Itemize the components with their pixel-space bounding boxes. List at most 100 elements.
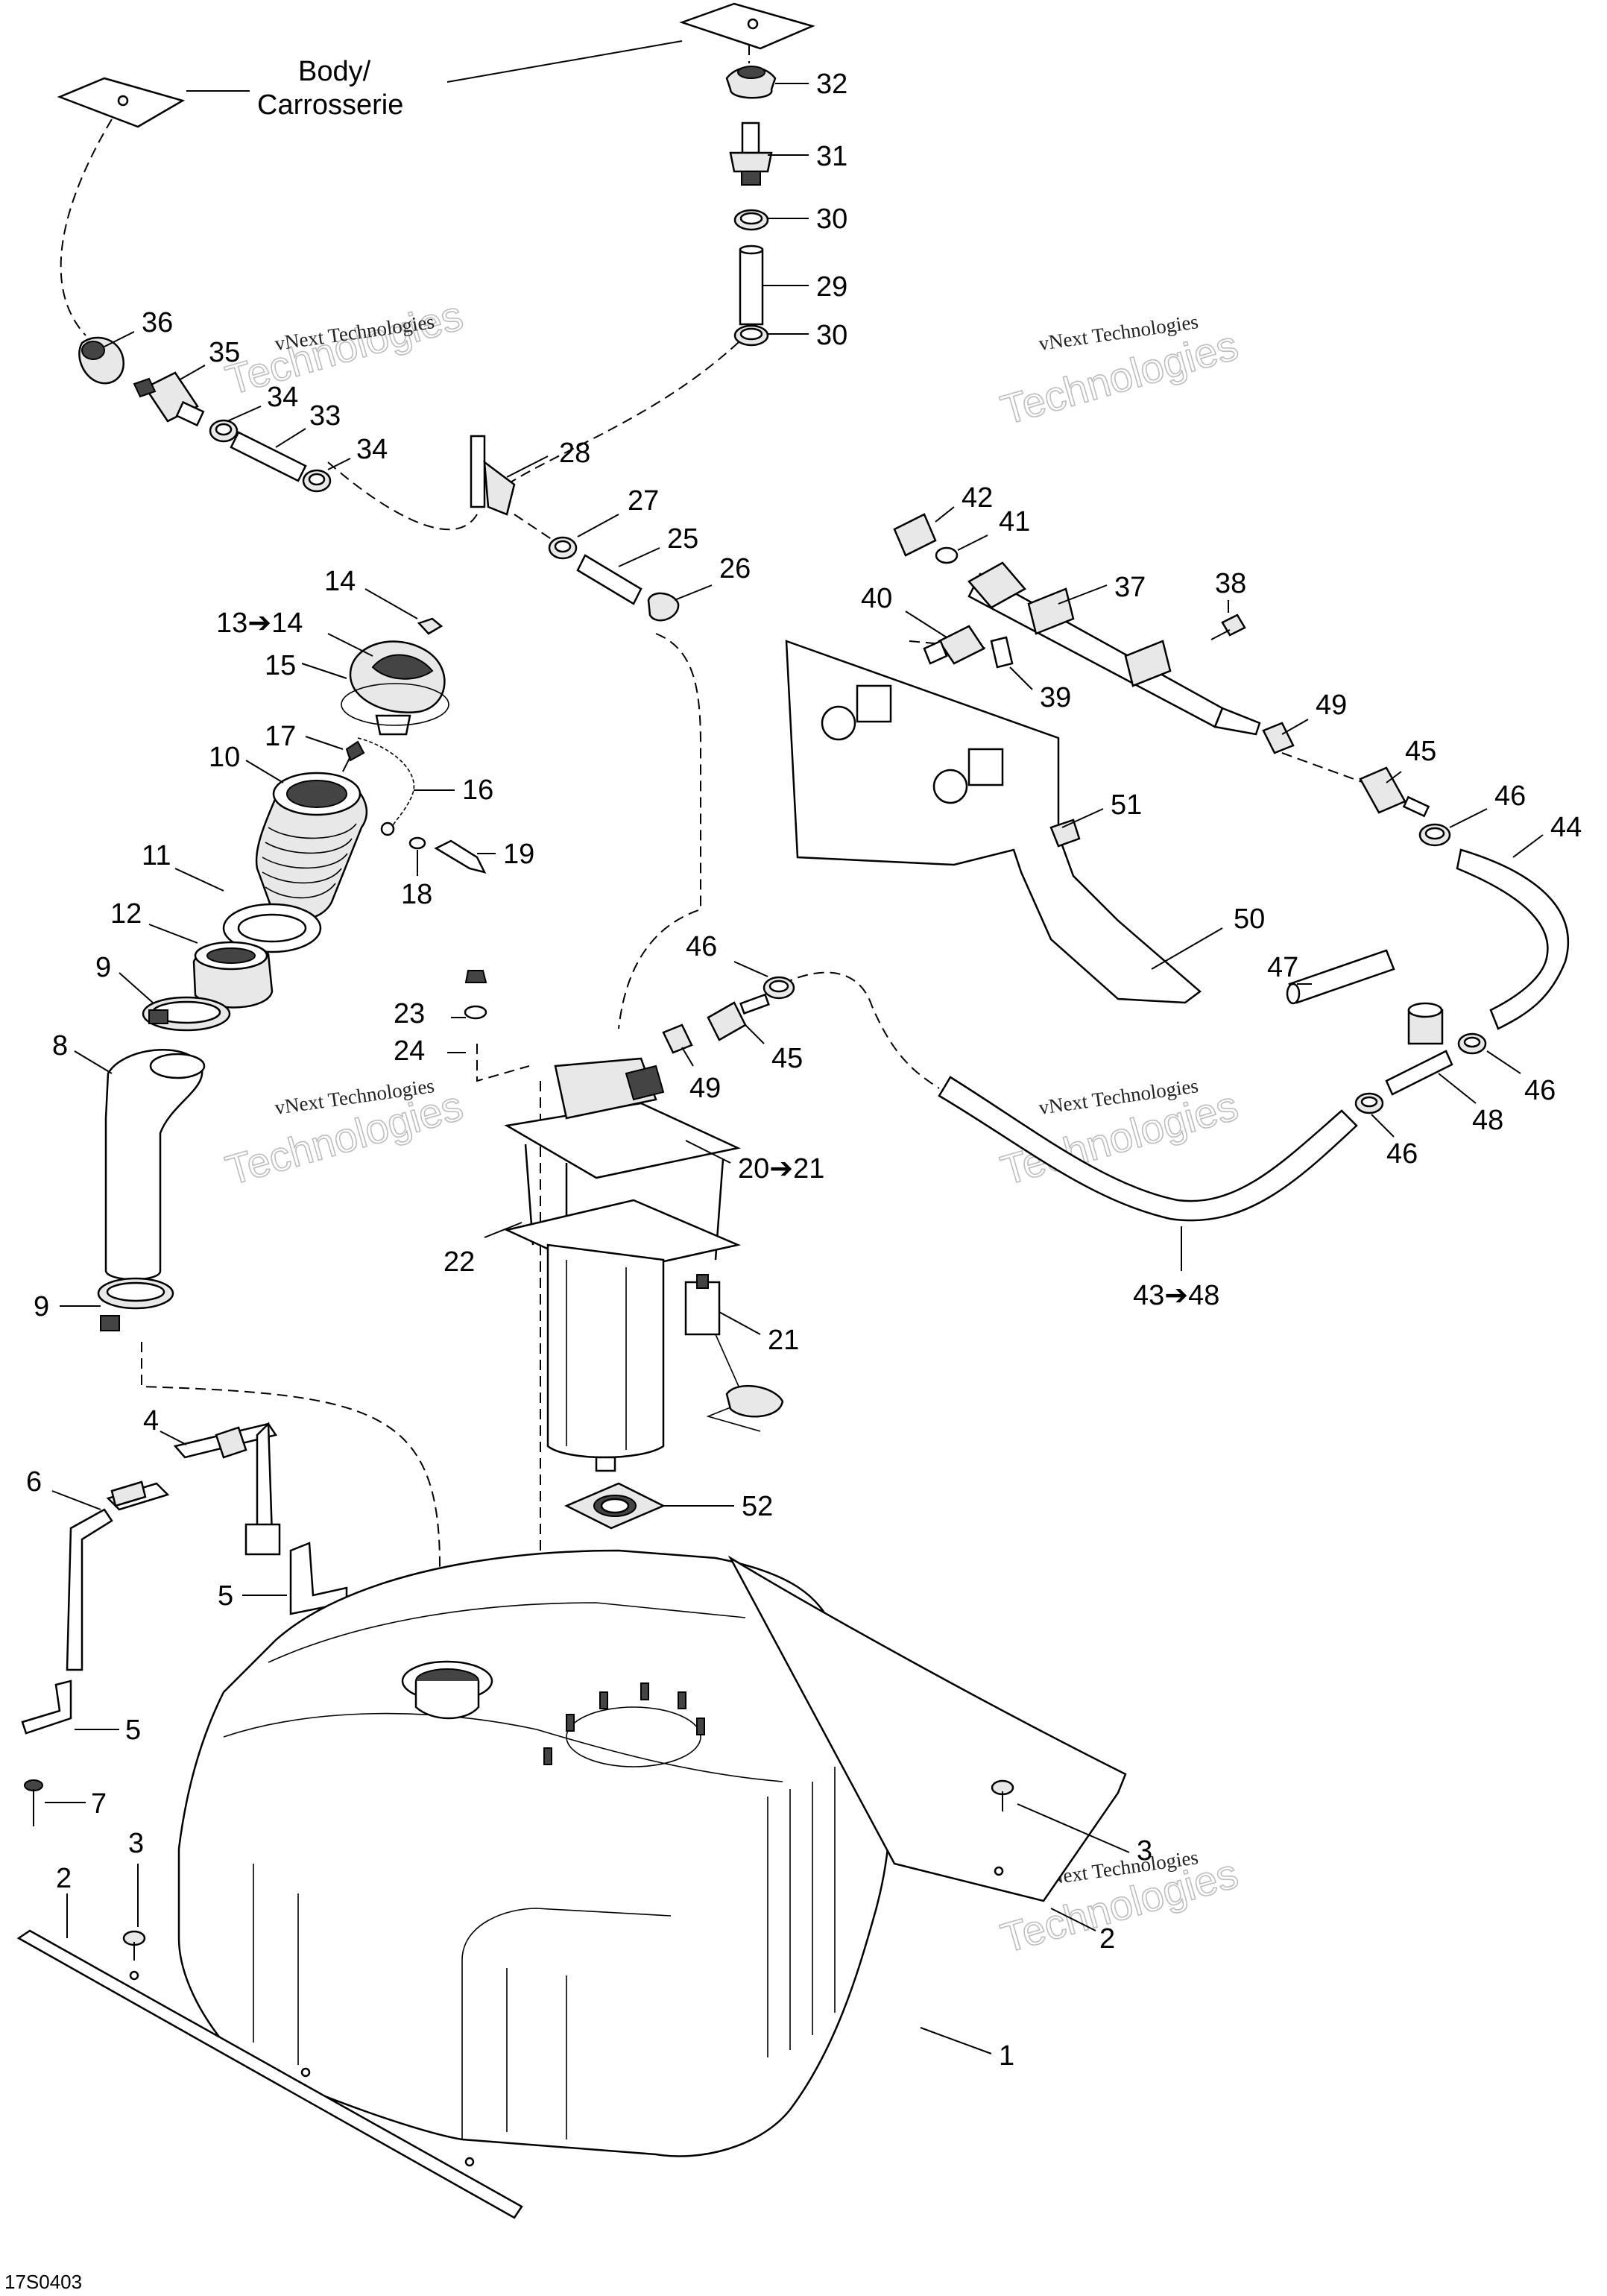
- part-46-clamp-lower: [1354, 1092, 1384, 1114]
- part-16-tether-chain: [357, 737, 415, 836]
- callout-29: 29: [816, 271, 847, 303]
- callout-46-lower: 46: [1386, 1138, 1418, 1170]
- callout-13: 13➔14: [216, 608, 303, 639]
- part-45-quick-connect-pump: [707, 993, 770, 1041]
- part-5-bracket-upper: [289, 1542, 348, 1615]
- callout-23: 23: [394, 998, 425, 1029]
- callout-30-upper: 30: [816, 204, 847, 235]
- part-15-o-ring: [341, 683, 449, 726]
- callout-8: 8: [52, 1030, 68, 1062]
- part-17-screw: [342, 740, 365, 772]
- part-23-nut: [464, 970, 487, 983]
- callout-46-top: 46: [1494, 780, 1526, 812]
- callout-52: 52: [742, 1491, 773, 1522]
- callout-3-left: 3: [128, 1828, 144, 1859]
- part-40-pressure-regulator: [923, 625, 985, 665]
- watermark-mid-left: Technologies vNext Technologies: [220, 1074, 468, 1194]
- callout-21: 21: [768, 1325, 799, 1356]
- callout-32: 32: [816, 69, 847, 100]
- watermark-top-right: Technologies vNext Technologies: [995, 310, 1243, 434]
- part-33-hose: [230, 431, 307, 482]
- part-46-clamp-top: [1418, 823, 1451, 847]
- part-28-tee-fitting: [470, 435, 516, 516]
- part-49-connector-pump: [662, 1024, 693, 1054]
- part-43-supply-hose: [938, 1076, 1358, 1222]
- part-25-hose: [576, 554, 643, 605]
- part-45-quick-connect-top: [1359, 766, 1430, 818]
- callout-18: 18: [401, 879, 432, 910]
- part-2-tank-support-left: [16, 1929, 523, 2219]
- callout-1: 1: [999, 2040, 1014, 2072]
- part-29-vent-hose: [739, 245, 764, 326]
- callout-40: 40: [861, 583, 892, 614]
- part-50-heat-shield: [785, 640, 1202, 1004]
- part-24-washer: [464, 1005, 487, 1020]
- callout-34-upper: 34: [267, 382, 298, 413]
- part-48-tee-fitting: [1385, 1002, 1453, 1096]
- part-35-rollover-valve: [133, 371, 205, 427]
- tank-studs: [543, 1682, 705, 1765]
- part-7-rivet: [24, 1779, 43, 1826]
- part-46-clamp-mid: [1457, 1032, 1487, 1055]
- callout-20: 20➔21: [738, 1153, 824, 1185]
- body-label-line2: Carrosserie: [257, 89, 403, 121]
- callout-48: 48: [1472, 1105, 1503, 1136]
- callout-50: 50: [1234, 903, 1265, 935]
- part-49-connector-top: [1262, 722, 1295, 754]
- callout-39: 39: [1040, 682, 1071, 713]
- callout-14: 14: [324, 566, 356, 597]
- callout-3-right: 3: [1137, 1835, 1152, 1867]
- part-5-bracket-lower: [21, 1680, 72, 1735]
- part-14-cap-plug: [417, 617, 443, 635]
- part-44-fuel-hose: [1456, 848, 1570, 1030]
- callout-22: 22: [443, 1246, 475, 1278]
- callout-19: 19: [503, 839, 534, 870]
- callouts: 32 31 30 29 30 36 35 34 33 34 28 27 25 2…: [26, 69, 1582, 2072]
- part-27-clamp: [548, 536, 578, 560]
- callout-34-lower: 34: [356, 434, 388, 465]
- callout-30-lower: 30: [816, 320, 847, 351]
- part-1-fuel-tank: [177, 1549, 891, 2157]
- part-9-clamp-bottom: [97, 1277, 174, 1331]
- part-18-washer: [408, 836, 426, 850]
- part-30-clamp-top: [733, 209, 769, 231]
- part-9-clamp-top: [142, 996, 231, 1032]
- body-mount-right: [679, 2, 815, 50]
- part-38-bolt: [1210, 614, 1246, 640]
- callout-28: 28: [559, 438, 590, 469]
- callout-44: 44: [1550, 812, 1582, 843]
- part-3-screw-right: [991, 1779, 1014, 1811]
- callout-49-top: 49: [1316, 690, 1347, 721]
- part-37-fuel-rail: [967, 561, 1261, 736]
- callout-25: 25: [667, 523, 698, 555]
- part-51-push-clip: [1049, 819, 1081, 848]
- callout-41: 41: [999, 506, 1030, 537]
- callout-24: 24: [394, 1035, 425, 1067]
- callout-46-pump: 46: [686, 931, 717, 962]
- callout-47: 47: [1267, 952, 1298, 983]
- callout-6: 6: [26, 1466, 42, 1498]
- callout-37: 37: [1114, 572, 1146, 603]
- callout-33: 33: [309, 400, 341, 432]
- body-mount-left: [57, 77, 186, 128]
- callout-27: 27: [628, 485, 659, 517]
- watermark-top-left: Technologies vNext Technologies: [220, 291, 468, 404]
- callout-4: 4: [143, 1405, 159, 1436]
- callout-9-lower: 9: [34, 1291, 49, 1322]
- part-30-clamp-bottom: [733, 324, 769, 347]
- callout-17: 17: [265, 721, 296, 752]
- part-41-o-ring: [935, 546, 959, 564]
- callout-31: 31: [816, 141, 847, 172]
- part-2-tank-support-right: [727, 1555, 1127, 1902]
- part-20-pump-module-top: [504, 1057, 741, 1267]
- callout-43: 43➔48: [1133, 1280, 1219, 1311]
- callout-45-top: 45: [1405, 736, 1436, 767]
- part-22-pump-body: [504, 1199, 742, 1472]
- callout-12: 12: [110, 898, 142, 930]
- callout-16: 16: [462, 775, 493, 806]
- part-36-grommet: [78, 336, 125, 385]
- callout-15: 15: [265, 650, 296, 681]
- callout-9-upper: 9: [95, 952, 111, 983]
- callout-5-upper: 5: [218, 1580, 233, 1612]
- part-4-strap: [173, 1422, 281, 1556]
